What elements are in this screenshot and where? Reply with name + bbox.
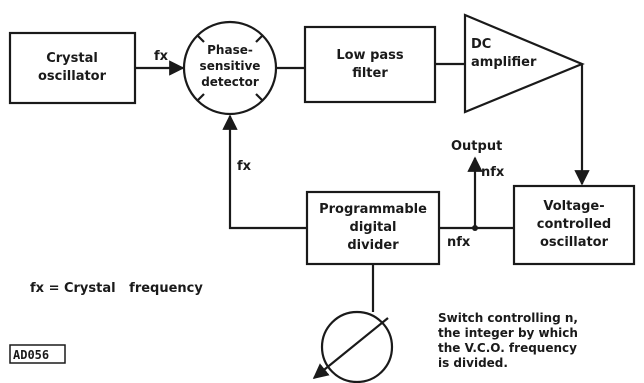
divider-label-3: divider xyxy=(347,238,399,253)
vco-label-1: Voltage- xyxy=(543,199,604,214)
dc-amplifier-label-1: DC xyxy=(471,37,491,52)
detector-tick xyxy=(255,34,264,43)
detector-tick xyxy=(255,93,264,102)
vco-block: Voltage- controlled oscillator xyxy=(512,184,636,266)
switch-note-line-4: is divided. xyxy=(438,356,508,370)
detector-label-3: detector xyxy=(201,75,259,89)
switch-note-line-2: the integer by which xyxy=(438,326,578,340)
crystal-oscillator-label-2: oscillator xyxy=(38,69,107,84)
switch-note-line-3: the V.C.O. frequency xyxy=(438,341,577,355)
figure-reference: AD056 xyxy=(9,344,66,364)
figure-reference-text: AD056 xyxy=(13,348,49,362)
switch-note-line-1: Switch controlling n, xyxy=(438,311,578,325)
fx-feedback-label: fx xyxy=(237,159,252,174)
low-pass-filter-label-1: Low pass xyxy=(336,48,404,63)
junction-dot xyxy=(472,225,478,231)
detector-tick xyxy=(196,34,205,43)
low-pass-filter-label-2: filter xyxy=(352,66,388,81)
fx-input-label: fx xyxy=(154,49,169,64)
divider-label-1: Programmable xyxy=(319,202,427,217)
divider-to-detector-arrow xyxy=(222,114,307,230)
output-signal-label: nfx xyxy=(481,165,505,180)
low-pass-filter-block: Low pass filter xyxy=(303,25,437,104)
divider-label-2: digital xyxy=(350,220,397,235)
dc-amplifier-label-2: amplifier xyxy=(471,55,537,70)
divider-block: Programmable digital divider xyxy=(305,190,441,266)
vco-label-3: oscillator xyxy=(540,235,609,250)
crystal-oscillator-label-1: Crystal xyxy=(46,51,98,66)
output-label: Output xyxy=(451,139,502,154)
switch-pointer-arrow xyxy=(312,317,389,379)
crystal-oscillator-block: Crystal oscillator xyxy=(8,31,137,105)
detector-label-2: sensitive xyxy=(200,59,261,73)
legend-text: fx = Crystal frequency xyxy=(30,281,203,296)
phase-detector-block: Phase- sensitive detector xyxy=(182,20,278,116)
divider-input-signal-label: nfx xyxy=(447,235,471,250)
detector-label-1: Phase- xyxy=(207,43,253,57)
switch-dial xyxy=(312,310,394,383)
dc-amplifier-block: DC amplifier xyxy=(463,13,585,114)
detector-tick xyxy=(196,93,205,102)
vco-label-2: controlled xyxy=(537,217,611,232)
